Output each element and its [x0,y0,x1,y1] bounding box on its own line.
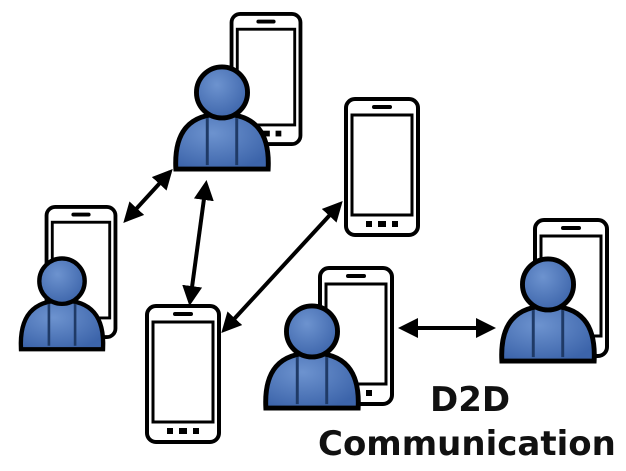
caption-subtitle: Communication [318,424,616,464]
bidirectional-arrow-icon [221,201,343,333]
device-middle-right [346,99,418,235]
caption-title: D2D [430,380,511,420]
device-pair-center [266,268,392,408]
device-left [21,207,116,349]
bidirectional-arrow-icon [123,169,173,223]
phone-icon [346,99,418,235]
device-far-right [502,220,607,361]
device-top [176,12,303,169]
phone-icon [147,306,219,442]
bidirectional-arrow-icon [182,180,214,306]
connections [123,169,496,338]
device-bottom-center [147,306,219,442]
